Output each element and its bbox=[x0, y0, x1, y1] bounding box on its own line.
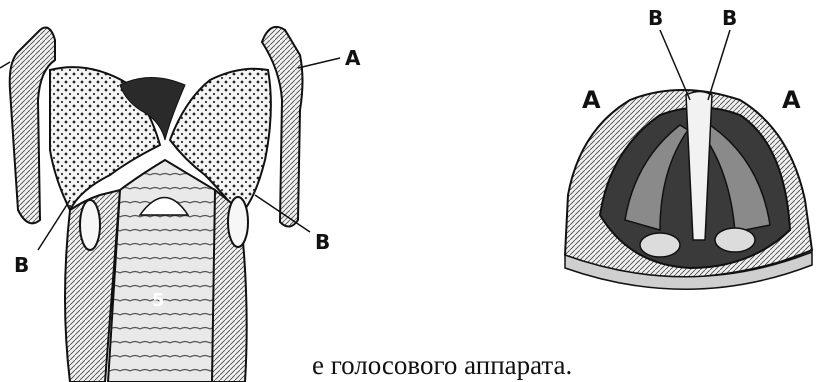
larynx-frontal-section bbox=[0, 27, 340, 382]
label-a-left-figure: A bbox=[345, 48, 360, 68]
label-a-right-right: A bbox=[782, 88, 801, 112]
label-digit-trachea: 5 bbox=[152, 292, 165, 310]
label-a-right-left: A bbox=[582, 88, 601, 112]
label-b-right-left: B bbox=[648, 8, 663, 28]
label-b-left-lower-left: B bbox=[14, 255, 29, 275]
figure-caption: е голосового аппарата. bbox=[312, 350, 572, 381]
glottis-top-view bbox=[565, 30, 812, 289]
label-b-right-right: B bbox=[722, 8, 737, 28]
label-b-left-lower-right: B bbox=[315, 232, 330, 252]
